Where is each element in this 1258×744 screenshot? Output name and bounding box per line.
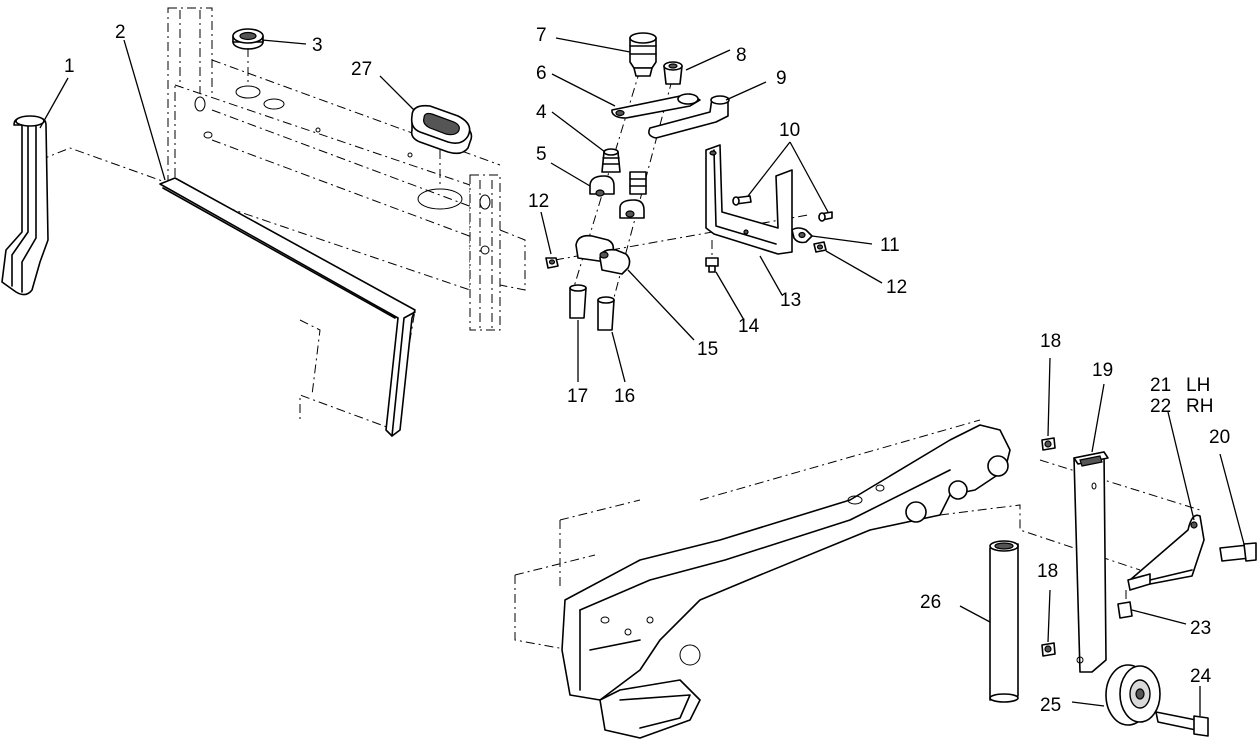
callout-22-side: RH [1186, 396, 1213, 417]
spacer-tube-part-26 [989, 540, 1019, 703]
oval-grommet-part-27 [410, 104, 473, 185]
bolt-part-20 [1219, 542, 1257, 562]
caster-bracket-part-21-22 [1127, 514, 1205, 591]
callout-4: 4 [536, 102, 547, 123]
callout-2: 2 [115, 22, 126, 43]
callout-3: 3 [312, 35, 323, 56]
callout-21-side: LH [1186, 375, 1210, 396]
callout-7: 7 [536, 25, 547, 46]
grommet-part-3 [232, 28, 264, 85]
bracket-part-13 [705, 144, 793, 258]
nut-part-18-upper [1041, 437, 1056, 451]
callout-labels: 1 2 3 27 7 8 6 9 4 10 5 12 11 12 13 14 1… [64, 22, 1230, 716]
bolt-part-23 [1117, 590, 1133, 619]
callout-21: 21 [1150, 375, 1171, 396]
callout-24: 24 [1190, 666, 1212, 687]
callout-10: 10 [779, 120, 800, 141]
callout-6: 6 [536, 63, 547, 84]
callout-9: 9 [776, 68, 787, 89]
bolt-part-14 [705, 257, 719, 273]
callout-14: 14 [738, 316, 760, 337]
leader-lines [39, 37, 1245, 716]
panel-trim-part-2 [159, 177, 416, 437]
callout-25: 25 [1040, 695, 1061, 716]
callout-17: 17 [567, 386, 588, 407]
callout-5: 5 [536, 144, 547, 165]
callout-27: 27 [351, 59, 372, 80]
callout-15: 15 [697, 339, 718, 360]
seal-strip-part-1 [1, 115, 49, 296]
callout-20: 20 [1209, 427, 1230, 448]
screws-part-10 [732, 195, 833, 222]
caster-wheel-part-25 [1105, 664, 1161, 726]
callout-12-right: 12 [886, 277, 907, 298]
nut-part-12-right [813, 241, 827, 253]
double-clamp-part-15 [554, 214, 809, 275]
left-hose-assembly [569, 32, 657, 319]
callout-12-left: 12 [528, 191, 549, 212]
bolt-part-24 [1155, 711, 1209, 737]
callout-19: 19 [1092, 360, 1113, 381]
callout-26: 26 [920, 592, 941, 613]
chassis-frame [514, 419, 1201, 739]
callout-18-lower: 18 [1037, 561, 1058, 582]
callout-16: 16 [614, 386, 635, 407]
clip-part-11 [791, 227, 813, 244]
upper-frame-background [167, 7, 526, 331]
callout-22: 22 [1150, 396, 1171, 417]
callout-13: 13 [780, 290, 801, 311]
right-hose-assembly [597, 61, 730, 331]
callout-8: 8 [736, 45, 747, 66]
callout-1: 1 [64, 56, 75, 77]
caster-arm-part-19 [1073, 451, 1109, 673]
callout-23: 23 [1190, 618, 1211, 639]
nut-part-18-lower [1041, 642, 1056, 657]
callout-11: 11 [880, 235, 900, 256]
nut-part-12-left [545, 257, 559, 269]
callout-18-upper: 18 [1040, 331, 1061, 352]
